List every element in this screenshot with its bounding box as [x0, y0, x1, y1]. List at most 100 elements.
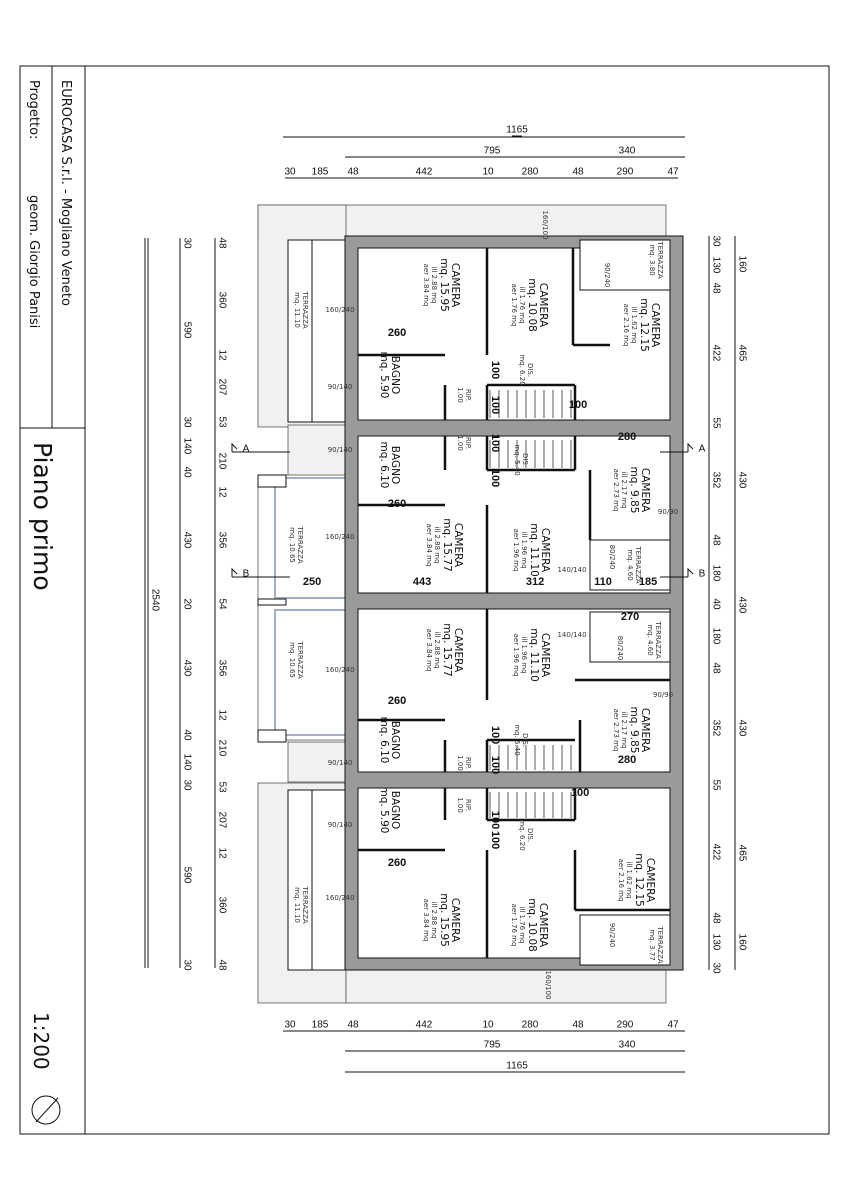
section-letter: B [243, 569, 250, 580]
bottom-row-dimension-value: 442 [416, 1020, 433, 1031]
opening-size: 140/140 [557, 566, 586, 574]
left-inner-dimension-value: 207 [217, 379, 228, 396]
room-area: mq. 10.65 [288, 527, 296, 563]
section-letter: B [699, 569, 706, 580]
left-mid-dimension-value: 40 [182, 729, 193, 741]
right-inner-dimension-value: 130 [711, 257, 722, 274]
dimension-label: 100 [489, 726, 501, 744]
left-mid-dimension-value: 30 [182, 416, 193, 428]
right-inner-dimension-value: 30 [711, 235, 722, 247]
left-mid-dimension-value: 140 [182, 754, 193, 771]
room-name: CAMERA [539, 528, 551, 573]
room-illumination: ill 1.62 mq [625, 861, 633, 898]
title-block: EUROCASA S.r.l. - Mogliano Veneto Proget… [26, 80, 73, 1125]
dimension-label: 312 [526, 576, 544, 588]
room-illumination: ill 2.17 mq [620, 471, 628, 508]
right-inner-dimension-value: 422 [711, 844, 722, 861]
dimension-label: 280 [618, 754, 636, 766]
right-inner-dimension-value: 422 [711, 345, 722, 362]
opening-size: 90/140 [328, 759, 353, 767]
dimension-label: 100 [571, 787, 589, 799]
room-name: CAMERA [639, 468, 651, 513]
room-name: TERRAZZA [656, 925, 664, 964]
room-area: mq. 10.08 [526, 898, 538, 952]
room-area: mq. 3.80 [648, 244, 656, 275]
room-area: mq. 12.15 [633, 853, 645, 907]
section-arrow-icon [231, 567, 238, 577]
room-illumination: ill 1.96 mq [520, 531, 528, 568]
dimension-label: 100 [489, 811, 501, 829]
left-inner-dimension-value: 210 [217, 740, 228, 757]
section-marker-b: B [231, 567, 290, 580]
left-inner-dimension-value: 48 [217, 959, 228, 971]
opening-size: 90/140 [328, 383, 353, 391]
dimension-label: 250 [303, 576, 321, 588]
room-name: BAGNO [389, 791, 401, 829]
room-area: mq. 15.77 [441, 623, 453, 677]
top-row-dimension-value: 290 [617, 167, 634, 178]
room-area: mq. 15.77 [441, 518, 453, 572]
room-name: CAMERA [537, 903, 549, 948]
room-area: mq. 6.20 [518, 354, 526, 385]
right-inner-dimension-value: 48 [711, 534, 722, 546]
dimension-label: 100 [489, 396, 501, 414]
room-area: mq. 5.40 [513, 444, 521, 475]
project-label: Progetto: [26, 80, 41, 139]
bottom-mid-dimension-value: 340 [619, 1040, 636, 1051]
room-name: RIP. [464, 757, 472, 769]
room-area: mq. 11.10 [528, 523, 540, 577]
room-area: mq. 5.90 [378, 787, 390, 834]
room-illumination: ill 2.17 mq [620, 711, 628, 748]
room-area: mq. 11.10 [528, 628, 540, 682]
right-outer-dimension-value: 160 [737, 934, 748, 951]
top-total-dimension-value: 1165 [506, 125, 528, 136]
room-name: CAMERA [449, 898, 461, 943]
room-area: 1.00 [456, 755, 464, 771]
left-mid-dimension-value: 140 [182, 438, 193, 455]
left-inner-dimension-value: 12 [217, 847, 228, 859]
bottom-row-dimension-value: 30 [284, 1020, 296, 1031]
left-inner-dimension-value: 210 [217, 453, 228, 470]
dimension-label: 100 [489, 831, 501, 849]
opening-size: 160/240 [325, 666, 354, 674]
room-label-dis: DIS.mq. 5.40 [513, 444, 529, 475]
room-area: mq. 9.85 [628, 707, 640, 754]
left-mid-dimension-value: 30 [182, 959, 193, 971]
room-aeration: aer 3.84 mq [422, 264, 430, 307]
bottom-row-dimension-value: 290 [617, 1020, 634, 1031]
dimension-label: 100 [489, 756, 501, 774]
room-area: mq. 6.20 [518, 819, 526, 850]
left-mid-dimension-value: 590 [182, 322, 193, 339]
left-inner-dimension-value: 356 [217, 532, 228, 549]
opening-size: 90/240 [608, 923, 616, 948]
bottom-mid-dimension-value: 795 [484, 1040, 501, 1051]
top-row-dimension-value: 30 [284, 167, 296, 178]
room-illumination: ill 1.62 mq [630, 306, 638, 343]
room-illumination: ill 1.76 mq [518, 906, 526, 943]
room-name: BAGNO [389, 356, 401, 394]
right-outer-dimension-value: 430 [737, 597, 748, 614]
north-arrow-icon [31, 1095, 61, 1125]
left-mid-dimension-value: 20 [182, 598, 193, 610]
top-row-dimension-value: 185 [312, 167, 329, 178]
room-name: CAMERA [649, 303, 661, 348]
room-name: CAMERA [639, 708, 651, 753]
opening-size: 80/240 [608, 545, 616, 570]
dimension-label: 260 [388, 327, 406, 339]
left-inner-dimension-value: 207 [217, 812, 228, 829]
sheet-title: Piano primo [28, 442, 57, 591]
room-aeration: aer 1.96 mq [512, 634, 520, 677]
scale-label: 1:200 [29, 1012, 53, 1070]
bottom-row-dimension-value: 185 [312, 1020, 329, 1031]
room-name: RIP. [464, 437, 472, 449]
left-inner-dimension-value: 53 [217, 416, 228, 428]
